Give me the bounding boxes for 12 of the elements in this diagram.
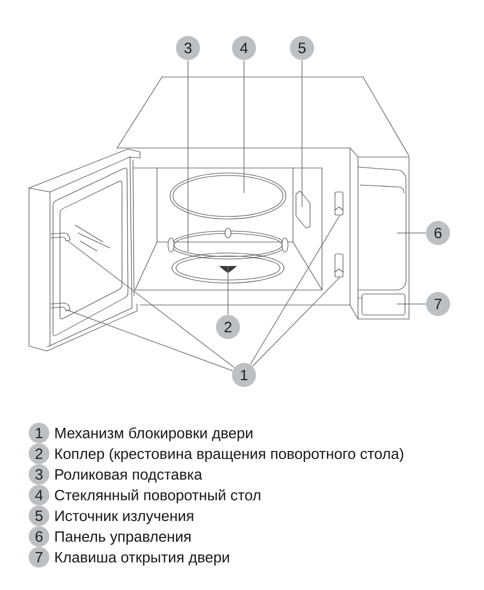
leader-line — [66, 310, 233, 372]
leader-line — [252, 276, 340, 367]
leader-line — [250, 214, 340, 365]
part-description: Стеклянный поворотный стол — [54, 489, 260, 504]
leader-line — [68, 240, 235, 368]
part-description: Роликовая подставка — [55, 469, 202, 483]
part-description: Панель управления — [55, 531, 190, 545]
part-description: Механизм блокировки двери — [55, 427, 252, 442]
leader-line — [396, 232, 426, 234]
part-description: Клавиша открытия двери — [55, 552, 229, 566]
part-description: Коплер (крестовина вращения поворотного стола) — [55, 448, 404, 462]
part-description: Источник излучения — [55, 510, 194, 524]
